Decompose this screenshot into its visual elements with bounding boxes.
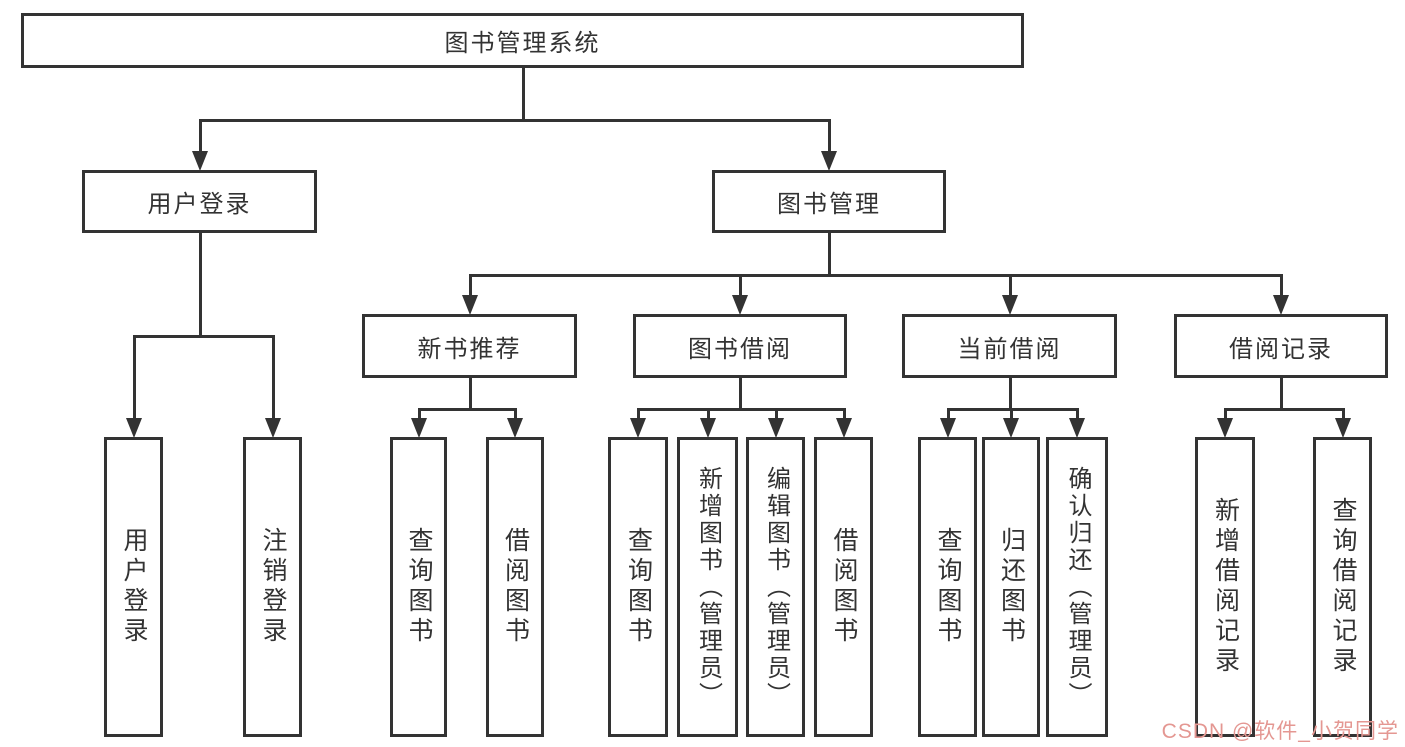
node-current-borrowing: 当前借阅 [902,314,1117,378]
node-nbr-query-books: 查询图书 [390,437,447,737]
node-label-cb-confirm-return: 确认归还（管理员） [1064,465,1091,709]
node-nbr-borrow-books: 借阅图书 [486,437,544,737]
edge-stem-book-borrowing [739,378,742,411]
node-label-logout-leaf: 注销登录 [259,527,287,647]
node-new-book-recommend: 新书推荐 [362,314,577,378]
edge-stem-user-login [199,233,202,338]
edge-bar-borrowing-records [1224,408,1345,411]
arrow-down-icon-nbr-query-books [411,418,427,438]
node-cb-confirm-return: 确认归还（管理员） [1046,437,1108,737]
node-label-user-login-leaf: 用户登录 [120,527,148,647]
edge-stem-new-book-recommend [469,378,472,411]
edge-drop-nbr-borrow-books [514,408,517,419]
edge-bar-new-book-recommend [418,408,517,411]
arrow-down-icon-cb-confirm-return [1069,418,1085,438]
node-label-nbr-query-books: 查询图书 [405,527,433,647]
node-cb-return-books: 归还图书 [982,437,1040,737]
node-br-query-record: 查询借阅记录 [1313,437,1372,737]
edge-drop-book-management [828,119,831,152]
node-label-bb-edit-books: 编辑图书（管理员） [762,465,790,709]
node-label-new-book-recommend: 新书推荐 [417,335,522,363]
node-label-current-borrowing: 当前借阅 [957,335,1062,363]
edge-drop-logout-leaf [272,335,275,419]
node-book-management: 图书管理 [712,170,946,233]
edge-drop-user-login [199,119,202,152]
node-cb-query-books: 查询图书 [918,437,977,737]
node-label-cb-return-books: 归还图书 [997,527,1026,647]
node-label-bb-borrow-books: 借阅图书 [830,527,858,647]
edge-drop-cb-return-books [1010,408,1013,419]
node-label-br-add-record: 新增借阅记录 [1211,497,1240,677]
arrow-down-icon-book-borrowing [732,295,748,315]
node-bb-query-books: 查询图书 [608,437,668,737]
edge-bar-current-borrowing [947,408,1079,411]
node-label-cb-query-books: 查询图书 [934,527,962,647]
arrow-down-icon-user-login-leaf [126,418,142,438]
arrow-down-icon-bb-edit-books [768,418,784,438]
arrow-down-icon-cb-query-books [940,418,956,438]
edge-bar-root [199,119,831,122]
node-label-book-borrowing: 图书借阅 [688,335,792,363]
arrow-down-icon-bb-add-books [700,418,716,438]
edge-bar-book-management [469,274,1283,277]
node-label-root: 图书管理系统 [444,30,601,57]
arrow-down-icon-logout-leaf [265,418,281,438]
node-book-borrowing: 图书借阅 [633,314,847,378]
arrow-down-icon-new-book-recommend [462,295,478,315]
node-br-add-record: 新增借阅记录 [1195,437,1255,737]
csdn-watermark: CSDN @软件_小贺同学 [1161,720,1399,743]
edge-bar-user-login [133,335,275,338]
node-bb-add-books: 新增图书（管理员） [677,437,738,737]
node-logout-leaf: 注销登录 [243,437,302,737]
edge-drop-bb-edit-books [775,408,778,419]
edge-drop-nbr-query-books [418,408,421,419]
arrow-down-icon-nbr-borrow-books [507,418,523,438]
edge-drop-br-add-record [1224,408,1227,419]
arrow-down-icon-bb-borrow-books [836,418,852,438]
edge-bar-book-borrowing [637,408,846,411]
arrow-down-icon-user-login [192,151,208,171]
arrow-down-icon-cb-return-books [1003,418,1019,438]
edge-stem-book-management [828,233,831,277]
edge-drop-bb-query-books [637,408,640,419]
arrow-down-icon-bb-query-books [630,418,646,438]
edge-drop-current-borrowing [1009,274,1012,296]
node-root: 图书管理系统 [21,13,1024,68]
edge-drop-book-borrowing [739,274,742,296]
node-label-user-login: 用户登录 [147,191,252,218]
node-label-book-management: 图书管理 [777,191,881,218]
node-bb-borrow-books: 借阅图书 [814,437,873,737]
node-label-bb-add-books: 新增图书（管理员） [694,465,722,709]
node-label-borrowing-records: 借阅记录 [1229,335,1333,363]
node-label-br-query-record: 查询借阅记录 [1329,497,1357,677]
edge-stem-borrowing-records [1280,378,1283,411]
node-label-bb-query-books: 查询图书 [624,527,653,647]
arrow-down-icon-current-borrowing [1002,295,1018,315]
edge-drop-br-query-record [1342,408,1345,419]
edge-drop-cb-query-books [947,408,950,419]
node-label-nbr-borrow-books: 借阅图书 [501,527,530,647]
edge-drop-cb-confirm-return [1076,408,1079,419]
edge-drop-new-book-recommend [469,274,472,296]
edge-drop-user-login-leaf [133,335,136,419]
edge-stem-root [522,68,525,122]
edge-drop-bb-add-books [707,408,710,419]
arrow-down-icon-book-management [821,151,837,171]
edge-stem-current-borrowing [1009,378,1012,411]
arrow-down-icon-borrowing-records [1273,295,1289,315]
arrow-down-icon-br-add-record [1217,418,1233,438]
arrow-down-icon-br-query-record [1335,418,1351,438]
node-bb-edit-books: 编辑图书（管理员） [746,437,805,737]
edge-drop-bb-borrow-books [843,408,846,419]
node-user-login-leaf: 用户登录 [104,437,163,737]
node-user-login: 用户登录 [82,170,317,233]
node-borrowing-records: 借阅记录 [1174,314,1388,378]
edge-drop-borrowing-records [1280,274,1283,296]
